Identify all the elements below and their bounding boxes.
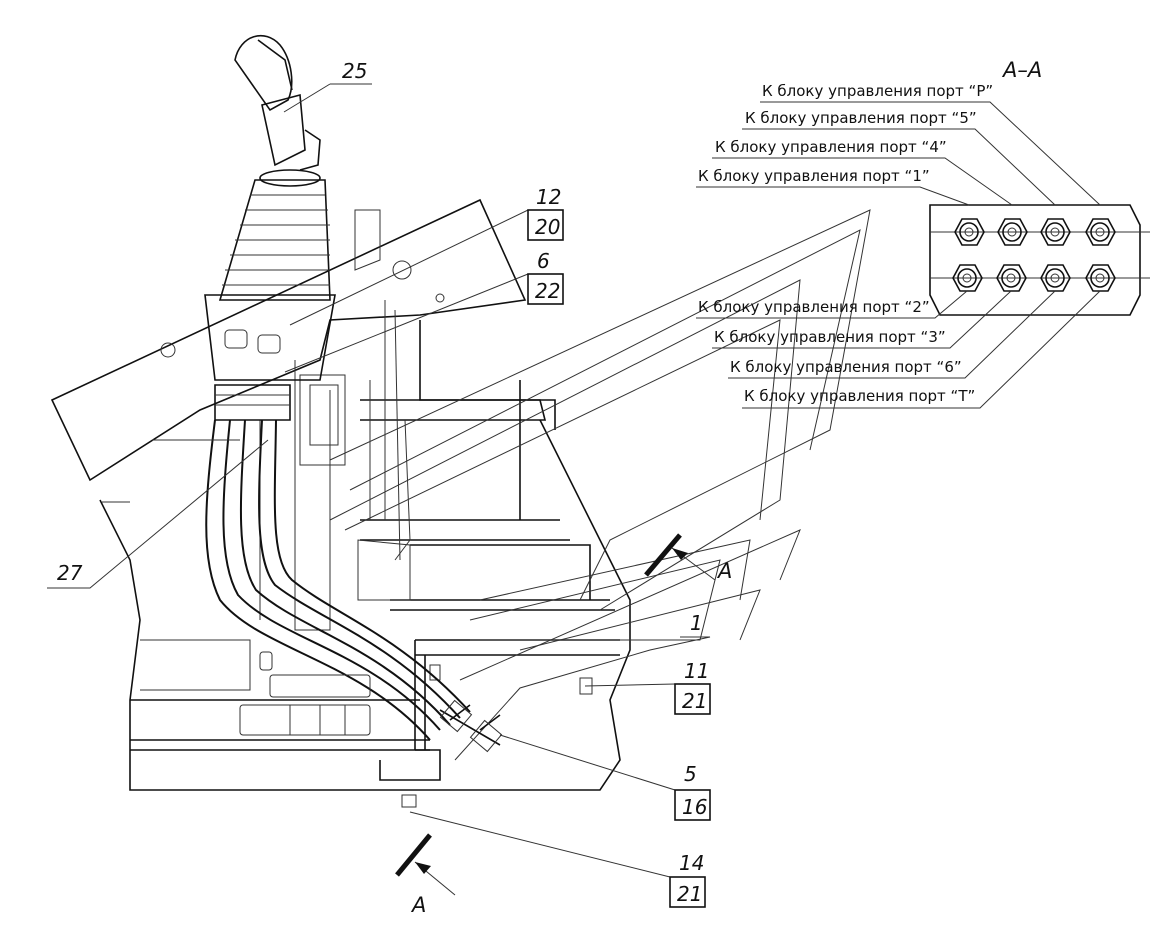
callout-20-box (527, 209, 564, 241)
callout-16-box (674, 789, 711, 821)
fitting-port-5 (1040, 218, 1071, 246)
port-label-2: К блоку управления порт “2” (698, 298, 930, 316)
hydraulic-hoses (205, 419, 471, 741)
callout-21b-box (669, 876, 706, 908)
fitting-port-2 (952, 264, 983, 292)
port-label-3: К блоку управления порт “3” (714, 328, 946, 346)
callout-6-number: 6 (537, 249, 550, 273)
port-labels-upper: К блоку управления порт “Р” К блоку упра… (696, 82, 1101, 206)
callout-12-20: 12 20 (289, 185, 564, 326)
fitting-port-4 (997, 218, 1028, 246)
fitting-port-1 (954, 218, 985, 246)
callout-11-21: 11 21 (579, 659, 711, 715)
port-label-1: К блоку управления порт “1” (698, 167, 930, 185)
port-label-5: К блоку управления порт “5” (745, 109, 977, 127)
port-label-4: К блоку управления порт “4” (715, 138, 947, 156)
section-cut-mark-top: А (644, 533, 732, 583)
callout-16-number: 16 (682, 795, 707, 819)
callout-1: 1 (454, 611, 711, 761)
section-title: А–А (1001, 58, 1042, 82)
callout-20-number: 20 (535, 215, 560, 239)
background-chevrons (329, 209, 871, 681)
callout-22-box (527, 273, 564, 305)
fitting-port-p (1085, 218, 1116, 246)
callout-14-21: 14 21 (401, 794, 706, 908)
callout-1-number: 1 (690, 611, 703, 635)
callout-27-number: 27 (57, 561, 83, 585)
section-mark-letter-bottom: А (410, 893, 426, 917)
callout-22-number: 22 (535, 279, 560, 303)
port-label-p: К блоку управления порт “Р” (762, 82, 993, 100)
callout-25-number: 25 (342, 59, 367, 83)
section-mark-letter-top: А (716, 559, 732, 583)
callout-21b-number: 21 (677, 882, 702, 906)
callout-21a-number: 21 (682, 689, 707, 713)
callout-14-number: 14 (679, 851, 704, 875)
port-block-section (929, 204, 1150, 316)
callout-5-number: 5 (684, 762, 697, 786)
joystick-lever (204, 34, 336, 421)
callout-27: 27 (47, 439, 269, 589)
port-labels-lower: К блоку управления порт “2” К блоку упра… (696, 290, 1101, 409)
fitting-port-3 (996, 264, 1027, 292)
fitting-port-6 (1040, 264, 1071, 292)
fitting-port-t (1085, 264, 1116, 292)
callout-11-number: 11 (684, 659, 709, 683)
port-label-6: К блоку управления порт “6” (730, 358, 962, 376)
callout-5-16: 5 16 (439, 699, 711, 821)
port-label-t: К блоку управления порт “Т” (744, 387, 975, 405)
callout-6-22: 6 22 (284, 249, 564, 373)
callout-25: 25 (283, 59, 372, 113)
callout-21a-box (674, 683, 711, 715)
callout-12-number: 12 (536, 185, 561, 209)
section-cut-mark-bottom: А (395, 833, 456, 917)
